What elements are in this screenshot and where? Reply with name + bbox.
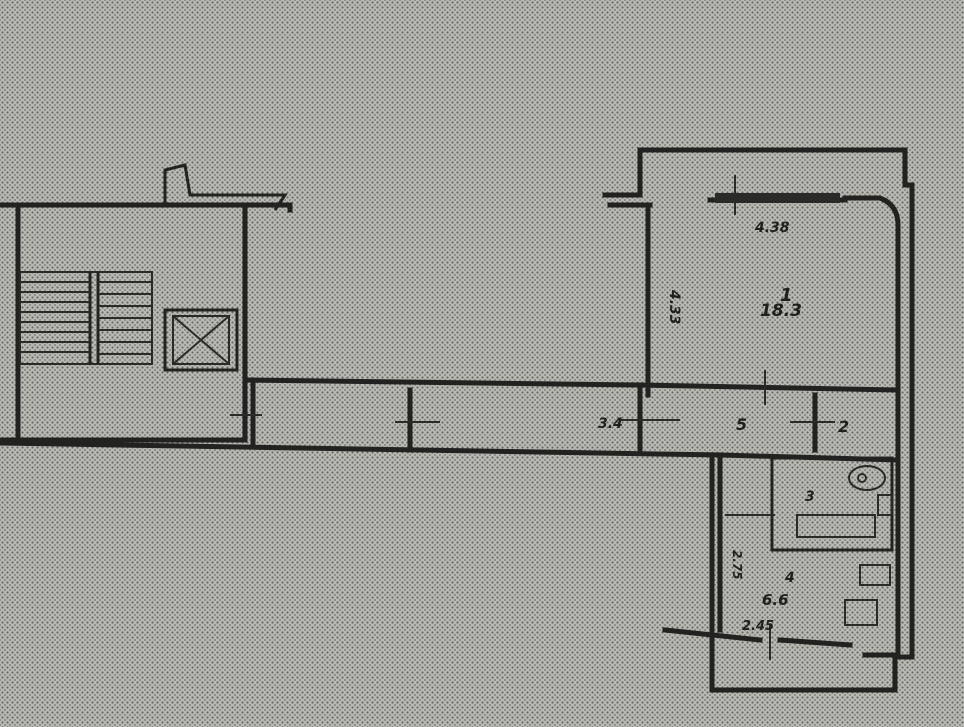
room1-number: 1 (780, 285, 793, 306)
kitchen-number: 4 (784, 570, 795, 586)
kitchen-dimension-b: 2.45 (742, 619, 774, 634)
sink-icon (848, 465, 886, 491)
bathroom-number: 3 (805, 489, 815, 505)
kitchen-area: 6.6 (762, 591, 789, 609)
room1-length: 4.33 (666, 289, 682, 325)
toilet-icon (877, 494, 893, 516)
room1-area: 18.3 (760, 301, 802, 321)
closet-area: 2 (838, 417, 849, 436)
room1-width: 4.38 (754, 220, 790, 236)
apartment-walls (602, 147, 915, 693)
stair-treads (19, 271, 153, 365)
elevator-shaft-icon (163, 308, 239, 372)
kitchen-dimension-a: 2.75 (730, 550, 744, 580)
corridor-walls (0, 377, 723, 458)
stove-icon (859, 564, 891, 586)
bathroom (725, 456, 894, 552)
corridor-dimension: 3.4 (598, 416, 623, 432)
kitchen (769, 564, 891, 660)
window (715, 175, 840, 215)
stairwell (0, 163, 293, 443)
kitchen-sink-icon (844, 599, 878, 626)
hall-area: 5 (736, 415, 747, 434)
